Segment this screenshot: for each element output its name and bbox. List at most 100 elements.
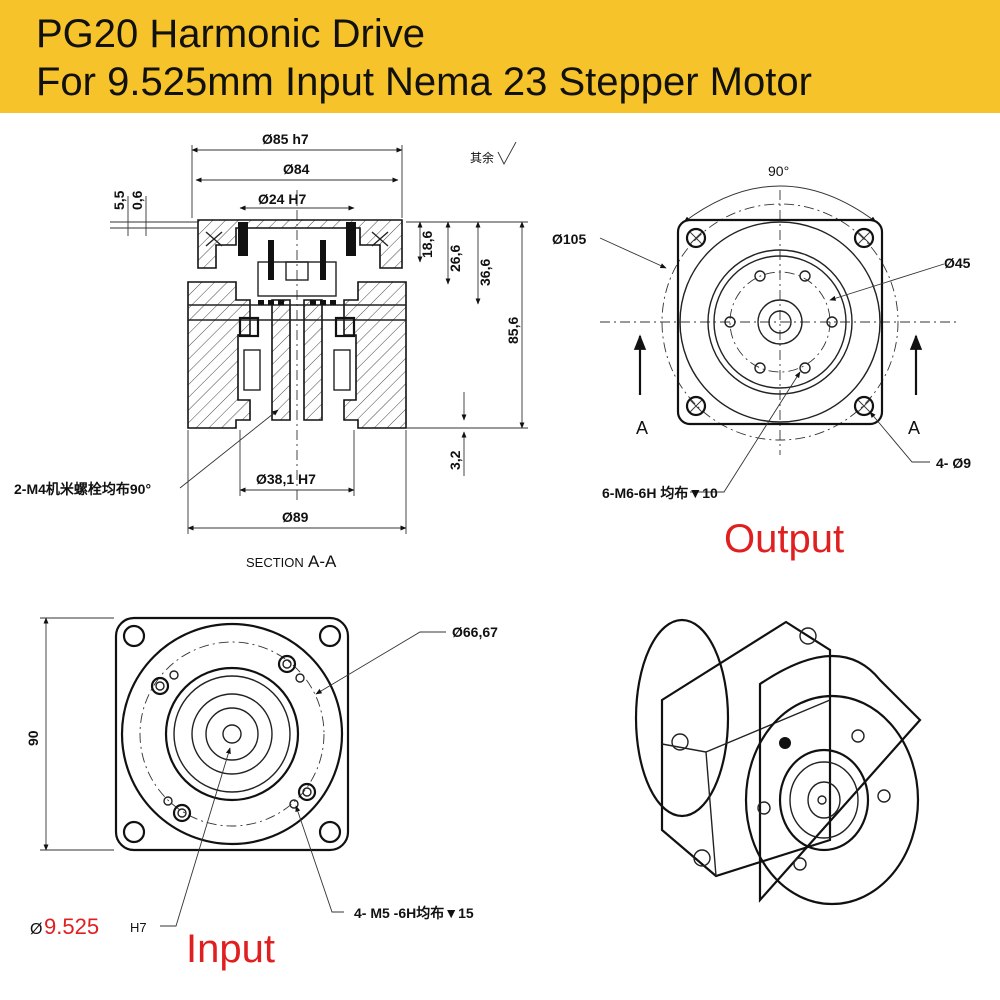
input-m5-holes	[150, 654, 317, 823]
title-line-2: For 9.525mm Input Nema 23 Stepper Motor	[36, 60, 812, 104]
iso-hole-a	[851, 729, 865, 743]
dim-d105: Ø105	[552, 231, 586, 247]
input-ring-5	[205, 707, 259, 761]
surface-note: 其余	[470, 150, 494, 165]
input-corner-holes	[122, 624, 342, 844]
iso-cylinder-top	[758, 654, 922, 903]
leader-d105	[599, 237, 667, 269]
iso-front-ring-3	[807, 781, 841, 819]
dim-d84: Ø84	[283, 161, 310, 177]
dim-55: 5,5	[111, 190, 127, 210]
surface-finish-icon	[497, 141, 517, 165]
input-view: 90 Ø66,67 Ø 9.525 H7 4- M5 -6H均布▼15 Inpu…	[25, 616, 498, 971]
iso-flange-edges	[661, 699, 831, 877]
dim-186: 18,6	[419, 231, 435, 258]
dim-856: 85,6	[505, 317, 521, 344]
section-bearing-left	[238, 316, 260, 338]
section-sleeve-left	[243, 349, 261, 391]
input-ring-2	[164, 666, 300, 802]
input-ring-3	[173, 675, 291, 793]
iso-front-ring-2	[789, 761, 859, 839]
output-view: 90° Ø105 Ø45 A A 4- Ø9 6-M6-6H 均布▼10 Out…	[552, 163, 971, 561]
title-line-1: PG20 Harmonic Drive	[36, 12, 426, 56]
title-banner: PG20 Harmonic Drive For 9.525mm Input Ne…	[0, 0, 1000, 113]
section-sleeve-right	[333, 349, 351, 391]
output-label: Output	[724, 517, 844, 561]
iso-front-face	[744, 694, 920, 906]
bore-tolerance: H7	[130, 920, 147, 935]
section-view: Ø85 h7 其余 Ø84 Ø24 H7 5,5 0,6 18,6 26,6 3…	[14, 131, 528, 571]
input-label: Input	[186, 927, 275, 971]
output-ring-2	[707, 249, 853, 395]
section-shaft-right	[303, 299, 323, 421]
dim-266: 26,6	[447, 245, 463, 272]
iso-hole-b	[877, 789, 891, 803]
section-housing-left	[187, 281, 251, 429]
section-spring-right	[320, 240, 326, 280]
input-pcd-6667	[139, 641, 325, 827]
bore-prefix: Ø	[30, 921, 42, 938]
output-hub	[757, 299, 803, 345]
section-seal-left	[238, 222, 248, 256]
output-ring-3	[713, 255, 847, 389]
leader-d6667	[315, 631, 446, 695]
iso-flange-hole-1	[799, 627, 817, 645]
section-key	[285, 261, 309, 281]
leader-m6	[690, 371, 801, 493]
leader-d9	[869, 411, 930, 463]
section-a-right: A	[908, 418, 920, 438]
dim-06: 0,6	[129, 190, 145, 210]
leader-m5	[295, 805, 344, 913]
bore-value: 9.525	[44, 914, 99, 939]
input-bore	[222, 724, 242, 744]
section-spring-left	[268, 240, 274, 280]
iso-square-flange	[660, 620, 832, 878]
section-shaft-left	[271, 299, 291, 421]
dim-d85: Ø85 h7	[262, 131, 309, 147]
input-outer-ring	[120, 622, 344, 846]
iso-flange-hole-3	[693, 849, 711, 867]
section-caption-letters: A-A	[308, 552, 337, 571]
output-bore	[768, 310, 792, 334]
dim-d381: Ø38,1 H7	[256, 471, 316, 487]
threads-m6: 6-M6-6H 均布▼10	[602, 485, 718, 501]
technical-drawing: Ø85 h7 其余 Ø84 Ø24 H7 5,5 0,6 18,6 26,6 3…	[14, 131, 971, 971]
dim-line-angle	[683, 185, 877, 223]
iso-hole-c	[793, 857, 807, 871]
dim-366: 36,6	[477, 259, 493, 286]
note-m4: 2-M4机米螺栓均布90°	[14, 481, 151, 497]
leader-d45	[829, 263, 945, 301]
leader-bore	[160, 747, 231, 927]
leader-m4	[179, 409, 279, 489]
output-m6-holes	[724, 270, 838, 374]
iso-dot	[779, 737, 791, 749]
dim-d6667: Ø66,67	[452, 624, 498, 640]
iso-front-ring-1	[778, 748, 870, 852]
section-seal-right	[346, 222, 356, 256]
input-square-flange	[114, 616, 350, 852]
dim-d89: Ø89	[282, 509, 309, 525]
iso-flange-hole-2	[671, 733, 689, 751]
holes-d9: 4- Ø9	[936, 455, 971, 471]
dim-90: 90	[25, 730, 41, 746]
input-ring-4	[191, 693, 273, 775]
section-a-left: A	[636, 418, 648, 438]
section-screw-marks	[205, 231, 389, 247]
output-pcd-45	[729, 271, 831, 373]
section-housing-right	[343, 281, 407, 429]
section-caption-prefix: SECTION	[246, 555, 304, 570]
dim-d45: Ø45	[944, 255, 971, 271]
dim-angle: 90°	[768, 163, 789, 179]
section-bearing-right	[334, 316, 356, 338]
output-bolt-circle	[661, 203, 899, 441]
section-balls	[258, 300, 336, 305]
dim-32: 3,2	[447, 450, 463, 470]
isometric-view	[634, 618, 922, 906]
iso-front-bore	[817, 795, 827, 805]
threads-m5: 4- M5 -6H均布▼15	[354, 905, 474, 921]
iso-rear-disc	[634, 618, 730, 818]
iso-hole-d	[757, 801, 771, 815]
dim-d24: Ø24 H7	[258, 191, 306, 207]
section-top-flange	[197, 219, 403, 269]
output-corner-holes	[685, 227, 875, 417]
